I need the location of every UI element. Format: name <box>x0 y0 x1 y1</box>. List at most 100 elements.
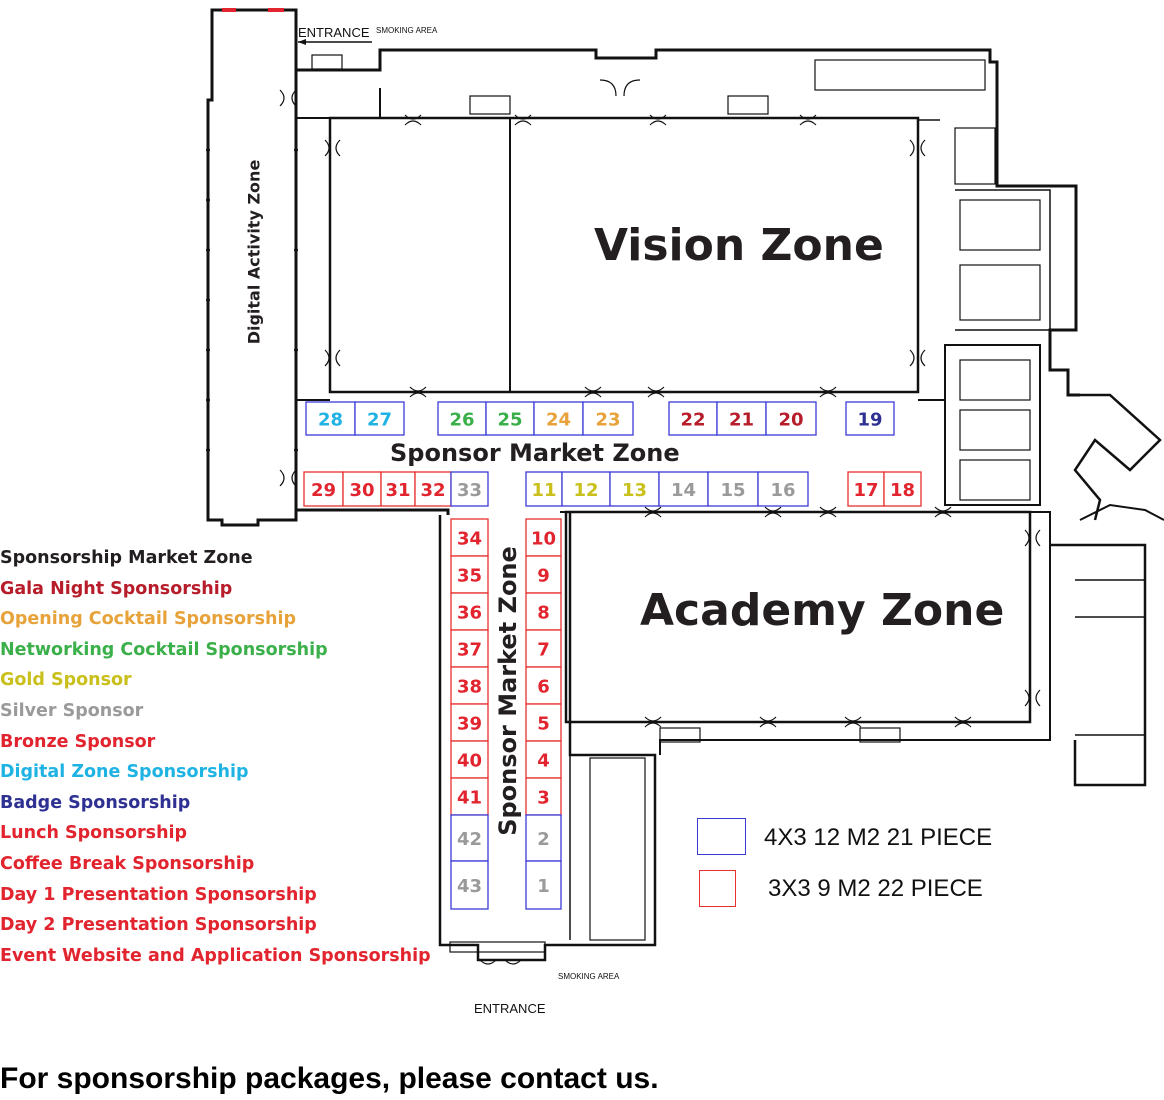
legend-item: Sponsorship Market Zone <box>0 548 253 568</box>
legend-item: Lunch Sponsorship <box>0 823 188 844</box>
booth-number-42: 42 <box>457 829 482 850</box>
swatch-4x3 <box>697 818 746 855</box>
booth-39 <box>450 703 489 742</box>
booth-38 <box>450 666 489 705</box>
booth-number-29: 29 <box>311 480 336 501</box>
booth-1 <box>525 860 562 910</box>
booth-number-41: 41 <box>457 788 482 809</box>
legend-item: Opening Cocktail Sponsorship <box>0 609 297 630</box>
size-key-3x3: 3X3 9 M2 22 PIECE <box>768 875 983 902</box>
booth-3 <box>525 777 562 816</box>
booth-number-9: 9 <box>537 566 550 587</box>
booth-number-1: 1 <box>537 876 550 897</box>
booth-29 <box>303 471 344 507</box>
booth-number-39: 39 <box>457 714 482 735</box>
booth-36 <box>450 592 489 631</box>
booth-number-31: 31 <box>385 480 410 501</box>
booth-13 <box>609 471 660 507</box>
booth-number-34: 34 <box>457 529 482 550</box>
footer-contact-note: For sponsorship packages, please contact… <box>0 1062 659 1095</box>
booth-number-38: 38 <box>457 677 482 698</box>
booth-number-23: 23 <box>595 410 620 431</box>
legend-item: Day 2 Presentation Sponsorship <box>0 915 317 936</box>
booth-number-24: 24 <box>546 410 571 431</box>
sponsor-market-zone-label: Sponsor Market Zone <box>390 439 680 467</box>
booth-23 <box>582 401 634 436</box>
booth-number-36: 36 <box>457 603 482 624</box>
booth-number-3: 3 <box>537 788 550 809</box>
swatch-3x3 <box>699 870 736 907</box>
booth-number-4: 4 <box>537 751 550 772</box>
booth-number-18: 18 <box>890 480 915 501</box>
legend-item: Silver Sponsor <box>0 700 144 721</box>
booth-number-22: 22 <box>680 410 705 431</box>
booth-34 <box>450 518 489 557</box>
booth-number-30: 30 <box>349 480 374 501</box>
booth-number-27: 27 <box>367 410 392 431</box>
booth-number-35: 35 <box>457 566 482 587</box>
legend-item: Networking Cocktail Sponsorship <box>0 639 328 660</box>
booth-number-10: 10 <box>531 529 556 550</box>
sponsorship-legend: Sponsorship Market Zone Gala Night Spons… <box>0 543 431 971</box>
booth-33 <box>450 471 489 507</box>
academy-zone-label: Academy Zone <box>640 585 1005 636</box>
booth-number-17: 17 <box>853 480 878 501</box>
legend-item: Event Website and Application Sponsorshi… <box>0 945 431 966</box>
vision-zone-label: Vision Zone <box>594 220 884 271</box>
booth-27 <box>354 401 405 436</box>
entrance-top-label: ENTRANCE <box>298 25 370 40</box>
booth-number-16: 16 <box>770 480 795 501</box>
booth-9 <box>525 555 562 594</box>
booth-number-7: 7 <box>537 640 550 661</box>
booth-number-32: 32 <box>420 480 445 501</box>
booth-14 <box>658 471 709 507</box>
size-key-4x3: 4X3 12 M2 21 PIECE <box>764 824 993 851</box>
booth-6 <box>525 666 562 705</box>
booth-17 <box>847 471 885 507</box>
booth-35 <box>450 555 489 594</box>
booth-7 <box>525 629 562 668</box>
booth-43 <box>450 860 489 910</box>
booth-number-26: 26 <box>449 410 474 431</box>
booth-37 <box>450 629 489 668</box>
booth-16 <box>757 471 809 507</box>
legend-item: Digital Zone Sponsorship <box>0 762 249 783</box>
booth-18 <box>883 471 922 507</box>
booth-40 <box>450 740 489 779</box>
booth-11 <box>525 471 563 507</box>
booth-5 <box>525 703 562 742</box>
legend-item: Badge Sponsorship <box>0 792 191 813</box>
entrance-bottom-label: ENTRANCE <box>474 1001 546 1016</box>
legend-item: Day 1 Presentation Sponsorship <box>0 884 317 905</box>
smoking-area-top-label: SMOKING AREA <box>376 26 438 35</box>
legend-item: Coffee Break Sponsorship <box>0 853 255 874</box>
booth-number-12: 12 <box>573 480 598 501</box>
booth-number-21: 21 <box>729 410 754 431</box>
booth-number-28: 28 <box>318 410 343 431</box>
booth-19 <box>845 401 895 436</box>
legend-item: Gold Sponsor <box>0 670 132 691</box>
booth-42 <box>450 814 489 862</box>
booth-number-37: 37 <box>457 640 482 661</box>
booth-41 <box>450 777 489 816</box>
booth-number-2: 2 <box>537 829 550 850</box>
booth-number-40: 40 <box>457 751 482 772</box>
booth-number-33: 33 <box>457 480 482 501</box>
smoking-area-bottom-label: SMOKING AREA <box>558 972 620 981</box>
booth-number-5: 5 <box>537 714 550 735</box>
booth-22 <box>668 401 718 436</box>
legend-item: Bronze Sponsor <box>0 731 156 752</box>
booth-20 <box>765 401 817 436</box>
booth-number-19: 19 <box>857 410 882 431</box>
booth-number-43: 43 <box>457 876 482 897</box>
booth-number-8: 8 <box>537 603 550 624</box>
booth-number-11: 11 <box>531 480 556 501</box>
booth-number-25: 25 <box>497 410 522 431</box>
sponsor-market-zone-vertical-label: Sponsor Market Zone <box>494 546 522 836</box>
booth-number-20: 20 <box>778 410 803 431</box>
booth-number-15: 15 <box>720 480 745 501</box>
booth-15 <box>707 471 759 507</box>
booth-number-14: 14 <box>671 480 696 501</box>
digital-activity-zone-label: Digital Activity Zone <box>244 159 264 345</box>
